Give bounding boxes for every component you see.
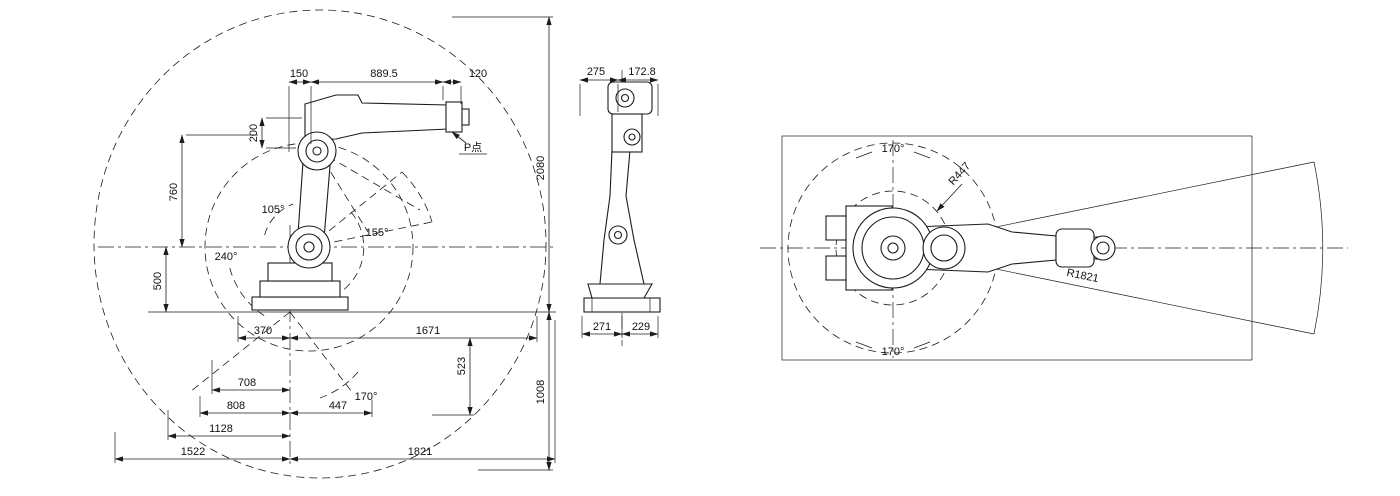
svg-text:523: 523: [456, 357, 468, 375]
svg-text:2080: 2080: [535, 156, 547, 180]
svg-text:370: 370: [254, 325, 272, 337]
dim-150: 150: [288, 68, 312, 152]
svg-text:708: 708: [238, 377, 256, 389]
upper-arm-link: [304, 94, 449, 141]
svg-text:200: 200: [248, 124, 260, 142]
svg-text:1008: 1008: [535, 380, 547, 404]
svg-text:275: 275: [587, 66, 605, 78]
dim-447: 447: [289, 400, 373, 417]
svg-text:172.8: 172.8: [628, 66, 656, 78]
svg-text:1671: 1671: [416, 325, 440, 337]
radius-1821-callout: R1821: [1066, 267, 1100, 285]
svg-text:R1821: R1821: [1066, 267, 1100, 285]
dim-1128: 1128: [167, 410, 291, 440]
radius-447-callout: R447: [936, 160, 974, 212]
svg-text:760: 760: [168, 183, 180, 201]
angle-155-label: 155°: [366, 227, 389, 239]
p-point-label: P点: [464, 141, 482, 154]
dim-275: 275: [579, 66, 619, 116]
dim-271: 271: [581, 316, 623, 338]
svg-text:1128: 1128: [209, 423, 233, 435]
svg-text:1522: 1522: [181, 446, 205, 458]
svg-text:808: 808: [227, 400, 245, 412]
dim-889-5: 889.5: [310, 68, 444, 85]
dim-500: 500: [152, 246, 169, 313]
wrist: [445, 101, 463, 133]
svg-text:150: 150: [290, 68, 308, 80]
dim-808: 808: [199, 396, 291, 417]
front-view: 275 172.8 271 229: [579, 66, 661, 346]
svg-text:R447: R447: [947, 160, 974, 188]
p-point-callout: P点: [451, 131, 487, 155]
dim-523: 523: [432, 337, 474, 416]
dim-1821: 1821: [289, 320, 556, 463]
arc-240: [229, 267, 269, 319]
svg-text:889.5: 889.5: [370, 68, 398, 80]
dim-200: 200: [248, 117, 302, 149]
angle-105-label: 105°: [262, 204, 285, 216]
angle-240-label: 240°: [215, 251, 238, 263]
dim-708: 708: [211, 360, 291, 394]
arc-105: [264, 203, 294, 236]
svg-text:170°: 170°: [882, 346, 905, 358]
svg-text:447: 447: [329, 400, 347, 412]
angle-170-top: 170°: [855, 143, 931, 159]
dim-229: 229: [621, 316, 659, 338]
arc-155: [335, 211, 365, 296]
dim-120: 120: [442, 68, 487, 104]
r1821-arc: [1313, 161, 1323, 335]
dim-760: 760: [168, 134, 258, 248]
arc-170: [319, 371, 359, 399]
work-envelope: [93, 9, 547, 479]
angle-170-label: 170°: [355, 391, 378, 403]
wrist-top: [1055, 228, 1095, 268]
svg-text:1821: 1821: [408, 446, 432, 458]
dim-1522: 1522: [114, 432, 291, 463]
svg-text:500: 500: [152, 272, 164, 290]
svg-text:170°: 170°: [882, 143, 905, 155]
dim-1008: 1008: [478, 311, 553, 471]
robot-top-silhouette: [825, 205, 1116, 291]
dim-1671: 1671: [289, 316, 538, 342]
angle-170-bottom: 170°: [855, 341, 931, 358]
robot-side-silhouette: [251, 94, 470, 311]
svg-text:229: 229: [632, 321, 650, 333]
top-view: 170° 170° R447 R1821: [760, 135, 1348, 361]
side-view: P点 105° 155° 240° 170° 150 889.5 120: [93, 9, 556, 479]
centerlines: [98, 225, 556, 468]
tool-flange: [461, 108, 470, 126]
svg-text:120: 120: [469, 68, 487, 80]
svg-text:271: 271: [593, 321, 611, 333]
dim-370: 370: [237, 316, 291, 342]
dim-2080: 2080: [452, 16, 553, 313]
dim-172-8: 172.8: [617, 66, 659, 116]
robot-front-silhouette: [583, 81, 661, 313]
